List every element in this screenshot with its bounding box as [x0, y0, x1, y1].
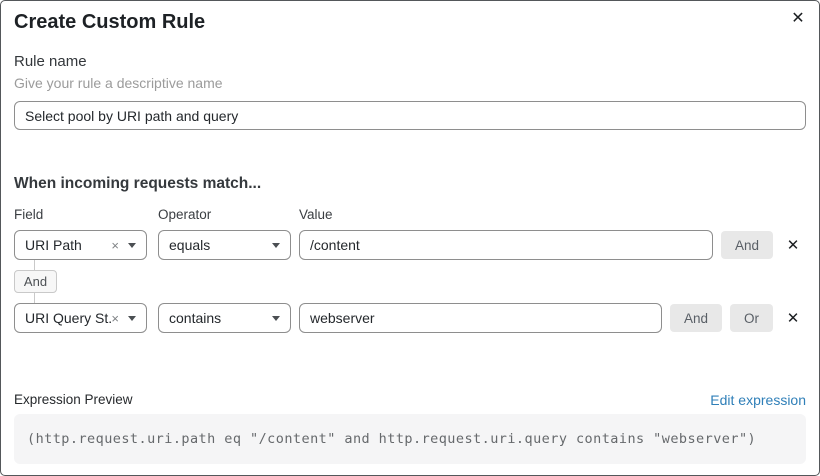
- field-column-label: Field: [14, 207, 44, 222]
- add-or-condition-button-row2[interactable]: Or: [730, 304, 773, 332]
- add-and-condition-button-row1[interactable]: And: [720, 231, 773, 259]
- value-input-row1[interactable]: [299, 230, 713, 260]
- chevron-down-icon: [128, 242, 136, 248]
- add-and-condition-button-row2[interactable]: And: [669, 304, 722, 332]
- edit-expression-link[interactable]: Edit expression: [710, 392, 806, 408]
- field-select-row2-value: URI Query St...: [25, 310, 112, 326]
- condition-row-1: URI Path × equals And ✕: [14, 230, 806, 260]
- operator-select-row2-value: contains: [169, 310, 222, 326]
- clear-field-icon[interactable]: ×: [111, 237, 119, 253]
- expression-text: (http.request.uri.path eq "/content" and…: [27, 431, 757, 447]
- condition-column-labels: Field Operator Value: [14, 207, 806, 222]
- rule-name-label: Rule name: [14, 53, 87, 70]
- operator-select-row1[interactable]: equals: [158, 230, 291, 260]
- chevron-down-icon: [128, 315, 136, 321]
- condition-connector: And: [14, 260, 806, 303]
- and-connector-badge: And: [14, 270, 57, 293]
- value-column-label: Value: [299, 207, 333, 222]
- chevron-down-icon: [272, 315, 280, 321]
- field-select-row1-value: URI Path: [25, 237, 82, 253]
- expression-preview-label: Expression Preview: [14, 392, 133, 407]
- rule-name-input[interactable]: [14, 101, 806, 130]
- chevron-down-icon: [272, 242, 280, 248]
- remove-condition-icon-row2[interactable]: ✕: [780, 304, 806, 332]
- condition-row-2: URI Query St... × contains And Or ✕: [14, 303, 806, 333]
- operator-column-label: Operator: [158, 207, 212, 222]
- rule-name-helper: Give your rule a descriptive name: [14, 75, 223, 91]
- clear-field-icon[interactable]: ×: [111, 310, 119, 326]
- match-section-heading: When incoming requests match...: [14, 175, 262, 192]
- field-select-row2[interactable]: URI Query St... ×: [14, 303, 147, 333]
- operator-select-row2[interactable]: contains: [158, 303, 291, 333]
- field-select-row1[interactable]: URI Path ×: [14, 230, 147, 260]
- expression-preview-header: Expression Preview Edit expression: [14, 392, 806, 408]
- expression-preview-box: (http.request.uri.path eq "/content" and…: [14, 414, 806, 464]
- value-input-row2[interactable]: [299, 303, 662, 333]
- page-title: Create Custom Rule: [14, 11, 206, 33]
- close-icon[interactable]: ✕: [787, 7, 809, 29]
- remove-condition-icon-row1[interactable]: ✕: [780, 231, 806, 259]
- operator-select-row1-value: equals: [169, 237, 211, 253]
